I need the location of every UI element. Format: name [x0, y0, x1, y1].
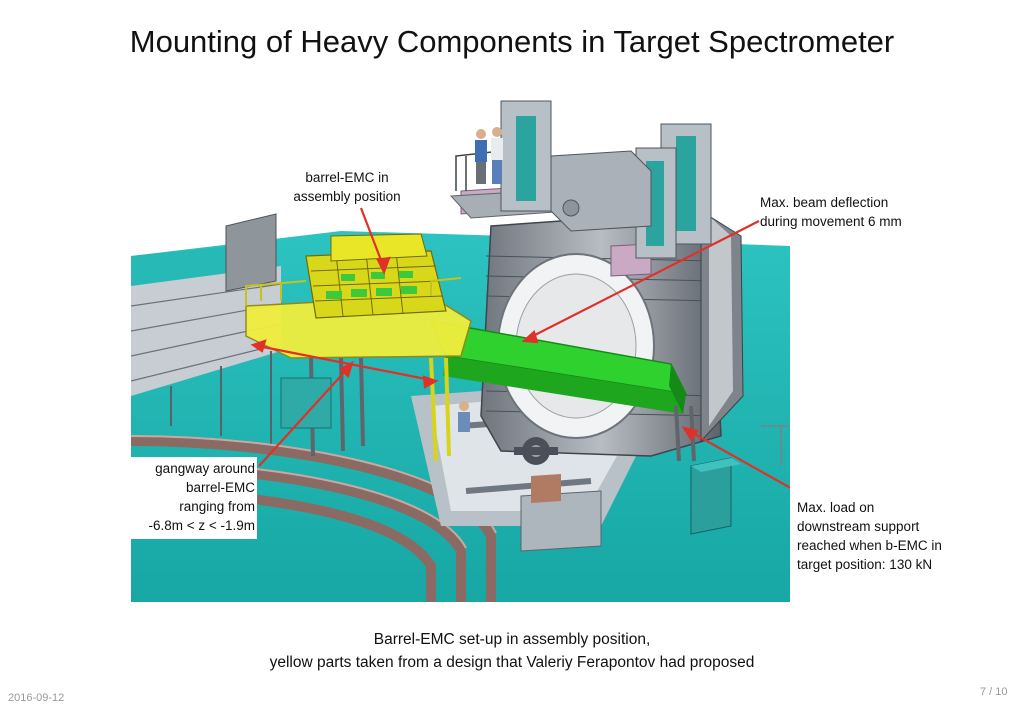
annotation-line: barrel-EMC in	[305, 170, 389, 185]
annotation-line: reached when b-EMC in	[797, 538, 942, 553]
annotation-line: downstream support	[797, 519, 920, 534]
annotation-barrel-emc-assembly: barrel-EMC in assembly position	[262, 168, 432, 206]
slide-title: Mounting of Heavy Components in Target S…	[129, 24, 895, 59]
annotation-line: during movement 6 mm	[760, 214, 902, 229]
page-number: 7 / 10	[980, 686, 1008, 698]
annotation-line: ranging from	[179, 499, 255, 514]
caption-line: Barrel-EMC set-up in assembly position,	[373, 631, 651, 648]
annotation-line: gangway around	[155, 461, 255, 476]
annotation-gangway: gangway around barrel-EMC ranging from -…	[131, 457, 257, 539]
annotation-max-load: Max. load on downstream support reached …	[797, 498, 967, 574]
annotation-line: Max. beam deflection	[760, 195, 889, 210]
annotation-line: target position: 130 kN	[797, 557, 933, 572]
annotation-line: Max. load on	[797, 500, 875, 515]
footer-date: 2016-09-12	[8, 692, 65, 704]
annotation-line: barrel-EMC	[185, 480, 255, 495]
figure-caption: Barrel-EMC set-up in assembly position, …	[0, 628, 1024, 674]
caption-line: yellow parts taken from a design that Va…	[269, 654, 755, 671]
annotation-line: -6.8m < z < -1.9m	[148, 518, 255, 533]
spectrometer-cad-image	[131, 96, 790, 602]
annotation-line: assembly position	[293, 189, 401, 204]
annotation-beam-deflection: Max. beam deflection during movement 6 m…	[760, 193, 940, 231]
